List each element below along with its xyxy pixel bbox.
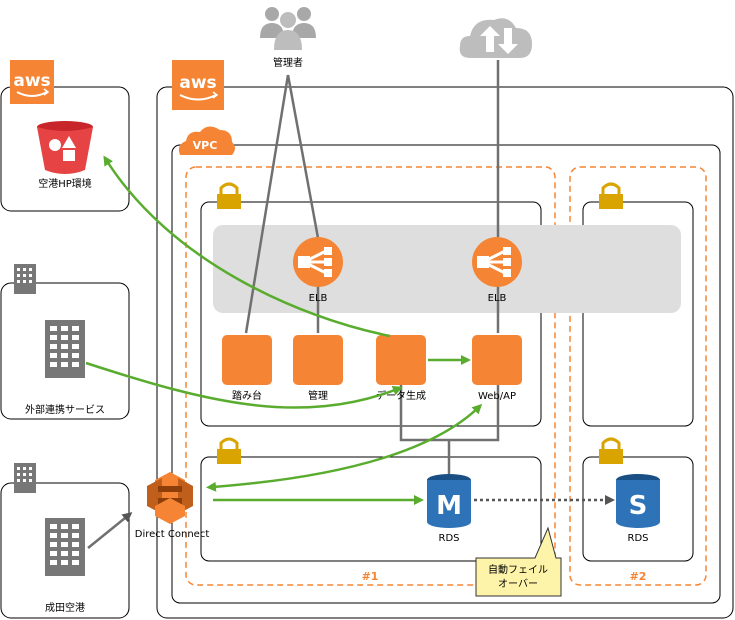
svg-text:オーバー: オーバー (498, 578, 538, 590)
narita-label: 成田空港 (45, 601, 85, 614)
public-subnet-az2 (582, 201, 694, 427)
narita-box (0, 482, 130, 619)
webap-label: Web/AP (478, 391, 516, 402)
s3-bucket-icon (37, 121, 93, 174)
corporate-data-center-icon (45, 518, 85, 576)
rds-master-label: RDS (439, 533, 460, 544)
rds-master-icon: M (427, 474, 471, 528)
availability-zone-1 (185, 166, 556, 586)
lock-icon (599, 437, 623, 464)
bastion-instance (222, 335, 272, 385)
svg-text:aws: aws (13, 71, 50, 91)
lock-icon (217, 437, 241, 464)
direct-connect-icon (147, 472, 193, 524)
elb-band (213, 225, 681, 313)
svg-text:M: M (436, 491, 462, 521)
svg-text:自動フェイル: 自動フェイル (488, 563, 548, 576)
external-service-box (0, 282, 130, 420)
aws-logo-left: aws (10, 60, 54, 104)
admin-label: 管理者 (273, 56, 303, 69)
data-flow-arrows (85, 155, 483, 505)
users-icon (260, 7, 316, 50)
lock-icon (217, 182, 241, 209)
svg-text:VPC: VPC (193, 139, 218, 152)
building-badge-icon (14, 264, 36, 294)
management-instance (293, 335, 343, 385)
aws-cloud-box (156, 86, 734, 619)
svg-text:aws: aws (179, 73, 216, 93)
rds-standby-label: RDS (628, 533, 649, 544)
elb-icon (293, 237, 343, 287)
narita-to-directconnect-arrow (87, 512, 133, 549)
data-gen-instance (376, 335, 426, 385)
bastion-label: 踏み台 (232, 389, 262, 402)
private-subnet-az2 (582, 456, 694, 562)
vpc-cloud-icon: VPC (178, 126, 235, 155)
webap-instance (472, 335, 522, 385)
elb-right-label: ELB (488, 293, 507, 304)
corporate-data-center-icon (45, 320, 85, 378)
elb-left-label: ELB (309, 293, 328, 304)
internet-cloud-icon (459, 18, 532, 58)
az1-label: #1 (362, 570, 379, 583)
private-subnet-az1 (200, 456, 542, 562)
elb-icon (472, 237, 522, 287)
failover-callout: 自動フェイル オーバー (475, 526, 562, 597)
external-service-label: 外部連携サービス (25, 403, 105, 416)
aws-logo-main: aws (172, 60, 224, 110)
vpc-box (171, 144, 721, 604)
rds-standby-icon: S (616, 474, 660, 528)
airport-hp-box (0, 86, 130, 212)
data-gen-label: データ生成 (376, 389, 426, 402)
direct-connect-label: Direct Connect (135, 529, 210, 540)
building-badge-icon (14, 463, 36, 493)
svg-text:S: S (629, 491, 648, 521)
availability-zone-2 (569, 166, 707, 586)
management-label: 管理 (308, 389, 328, 402)
airport-hp-label: 空港HP環境 (38, 177, 92, 190)
lock-icon (599, 182, 623, 209)
az2-label: #2 (630, 570, 647, 583)
